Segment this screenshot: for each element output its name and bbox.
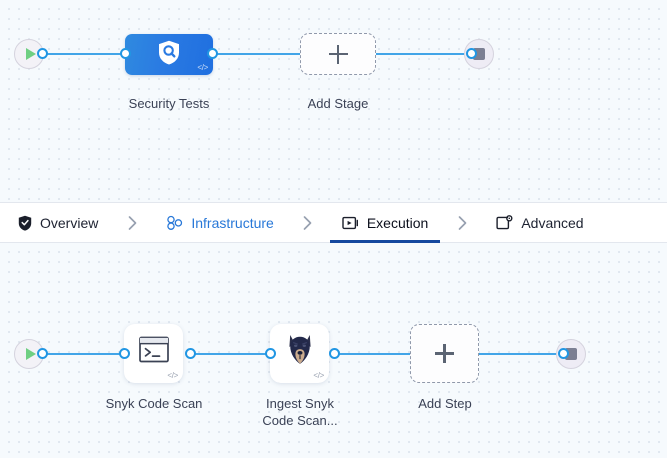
edge-start-to-security-tests xyxy=(37,53,131,55)
snyk-dog-icon xyxy=(285,333,315,370)
chevron-right-icon xyxy=(102,203,162,242)
snyk-code-scan-output-port[interactable] xyxy=(185,348,196,359)
tab-execution[interactable]: Execution xyxy=(329,203,441,243)
play-icon xyxy=(25,48,36,60)
step-node-ingest-snyk-code-scan[interactable]: </> xyxy=(270,324,329,383)
step-start-output-port[interactable] xyxy=(37,348,48,359)
box-gear-icon xyxy=(496,214,513,231)
edge-start-to-snyk-code-scan xyxy=(37,353,132,355)
tab-label-infrastructure: Infrastructure xyxy=(191,214,274,231)
nodes-icon xyxy=(166,215,183,231)
step-pipeline-canvas[interactable]: </> Snyk Code Scan xyxy=(0,243,667,458)
step-node-label-snyk-code-scan: Snyk Code Scan xyxy=(105,396,203,411)
edge-snyk-code-scan-to-ingest xyxy=(190,353,276,355)
plus-icon xyxy=(435,344,454,363)
start-node-output-port[interactable] xyxy=(37,48,48,59)
stage-node-label-security-tests: Security Tests xyxy=(128,96,210,111)
add-step-button[interactable] xyxy=(410,324,479,383)
add-stage-label: Add Stage xyxy=(307,96,369,111)
ingest-snyk-output-port[interactable] xyxy=(329,348,340,359)
step-node-snyk-code-scan[interactable]: </> xyxy=(124,324,183,383)
plus-icon xyxy=(328,44,348,64)
security-tests-input-port[interactable] xyxy=(120,48,131,59)
play-box-icon xyxy=(342,215,359,231)
shield-check-icon xyxy=(18,215,32,231)
edge-security-tests-to-add-stage xyxy=(207,53,306,55)
tab-label-advanced: Advanced xyxy=(521,214,584,231)
code-badge-icon: </> xyxy=(313,371,324,380)
tab-infrastructure[interactable]: Infrastructure xyxy=(162,203,277,242)
snyk-code-scan-input-port[interactable] xyxy=(119,348,130,359)
pipeline-tabs: Overview Infrastructure xyxy=(0,202,667,243)
play-icon xyxy=(25,348,36,360)
add-stage-button[interactable] xyxy=(300,33,376,75)
tab-overview[interactable]: Overview xyxy=(14,203,102,242)
code-badge-icon: </> xyxy=(197,63,208,72)
code-badge-icon: </> xyxy=(167,371,178,380)
chevron-right-icon xyxy=(432,203,492,242)
stage-node-security-tests[interactable]: </> xyxy=(125,34,213,75)
stage-pipeline-canvas[interactable]: </> Security Tests Add Stage xyxy=(0,0,667,202)
end-node-input-port[interactable] xyxy=(466,48,477,59)
tab-advanced[interactable]: Advanced xyxy=(492,203,587,242)
edge-add-stage-to-end xyxy=(372,53,471,55)
pipeline-end-node[interactable] xyxy=(464,39,494,69)
chevron-right-icon xyxy=(278,203,338,242)
tab-label-execution: Execution xyxy=(366,214,429,231)
terminal-icon xyxy=(138,336,169,367)
tab-label-overview: Overview xyxy=(40,214,99,231)
edge-ingest-to-add-step xyxy=(334,353,410,355)
step-end-input-port[interactable] xyxy=(558,348,569,359)
ingest-snyk-input-port[interactable] xyxy=(265,348,276,359)
step-node-label-ingest-snyk-code-scan: Ingest Snyk Code Scan... xyxy=(262,396,338,428)
shield-search-icon xyxy=(157,39,181,70)
security-tests-output-port[interactable] xyxy=(207,48,218,59)
add-step-label: Add Step xyxy=(418,396,472,411)
edge-add-step-to-end xyxy=(479,353,563,355)
